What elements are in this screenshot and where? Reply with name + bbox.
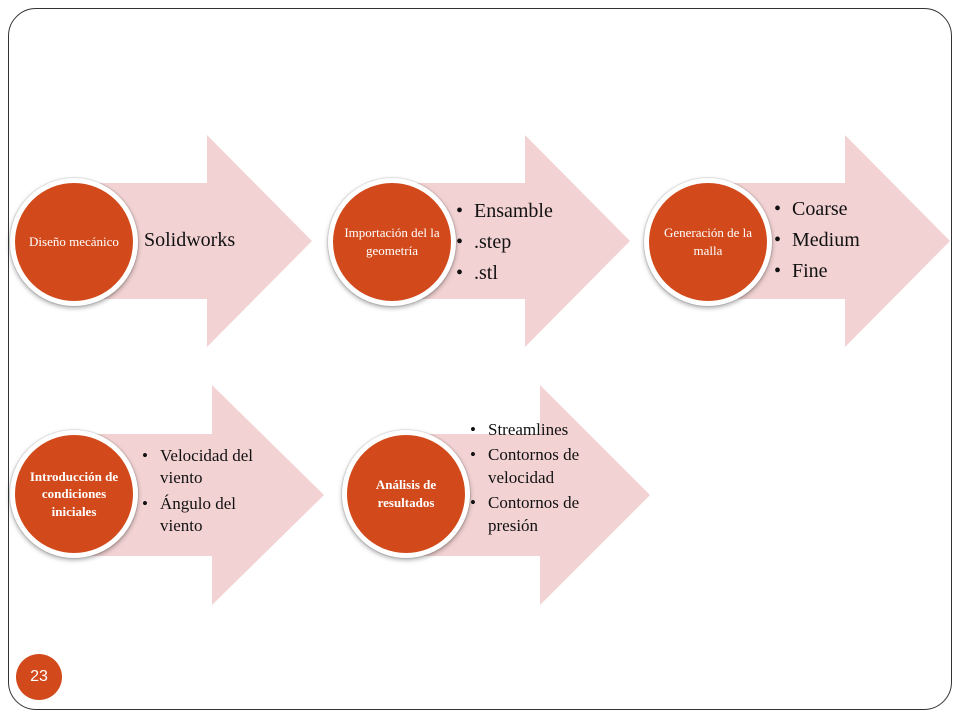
step-2-circle: Importación del la geometría: [328, 178, 456, 306]
step-1-circle: Diseño mecánico: [10, 178, 138, 306]
step-4-circle-label: Introducción de condiciones iniciales: [29, 468, 119, 519]
list-item: Streamlines: [470, 418, 592, 441]
step-4-circle: Introducción de condiciones iniciales: [10, 430, 138, 558]
step-1-label: Solidworks: [144, 229, 236, 251]
list-item: .stl: [456, 258, 553, 289]
step-3-circle-label: Generación de la malla: [663, 225, 753, 258]
list-item: Ensamble: [456, 196, 553, 227]
list-item: Fine: [774, 256, 860, 287]
list-item: .step: [456, 227, 553, 258]
list-item: Velocidad del viento: [142, 445, 272, 489]
step-5-circle-label: Análisis de resultados: [375, 477, 437, 510]
step-4-list: Velocidad del viento Ángulo del viento: [142, 445, 272, 537]
list-item: Contornos de presión: [470, 491, 592, 537]
slide-frame: [8, 8, 952, 710]
list-item: Medium: [774, 225, 860, 256]
step-1-arrow: [72, 135, 312, 347]
step-5-circle: Análisis de resultados: [342, 430, 470, 558]
step-2-circle-label: Importación del la geometría: [344, 225, 440, 258]
step-3-list: Coarse Medium Fine: [774, 194, 860, 287]
step-3-circle: Generación de la malla: [644, 178, 772, 306]
step-2-list: Ensamble .step .stl: [456, 196, 553, 289]
list-item: Contornos de velocidad: [470, 443, 592, 489]
page-number: 23: [16, 654, 62, 700]
list-item: Coarse: [774, 194, 860, 225]
step-1-circle-label: Diseño mecánico: [29, 234, 119, 250]
list-item: Ángulo del viento: [142, 493, 272, 537]
step-5-list: Streamlines Contornos de velocidad Conto…: [470, 418, 592, 537]
